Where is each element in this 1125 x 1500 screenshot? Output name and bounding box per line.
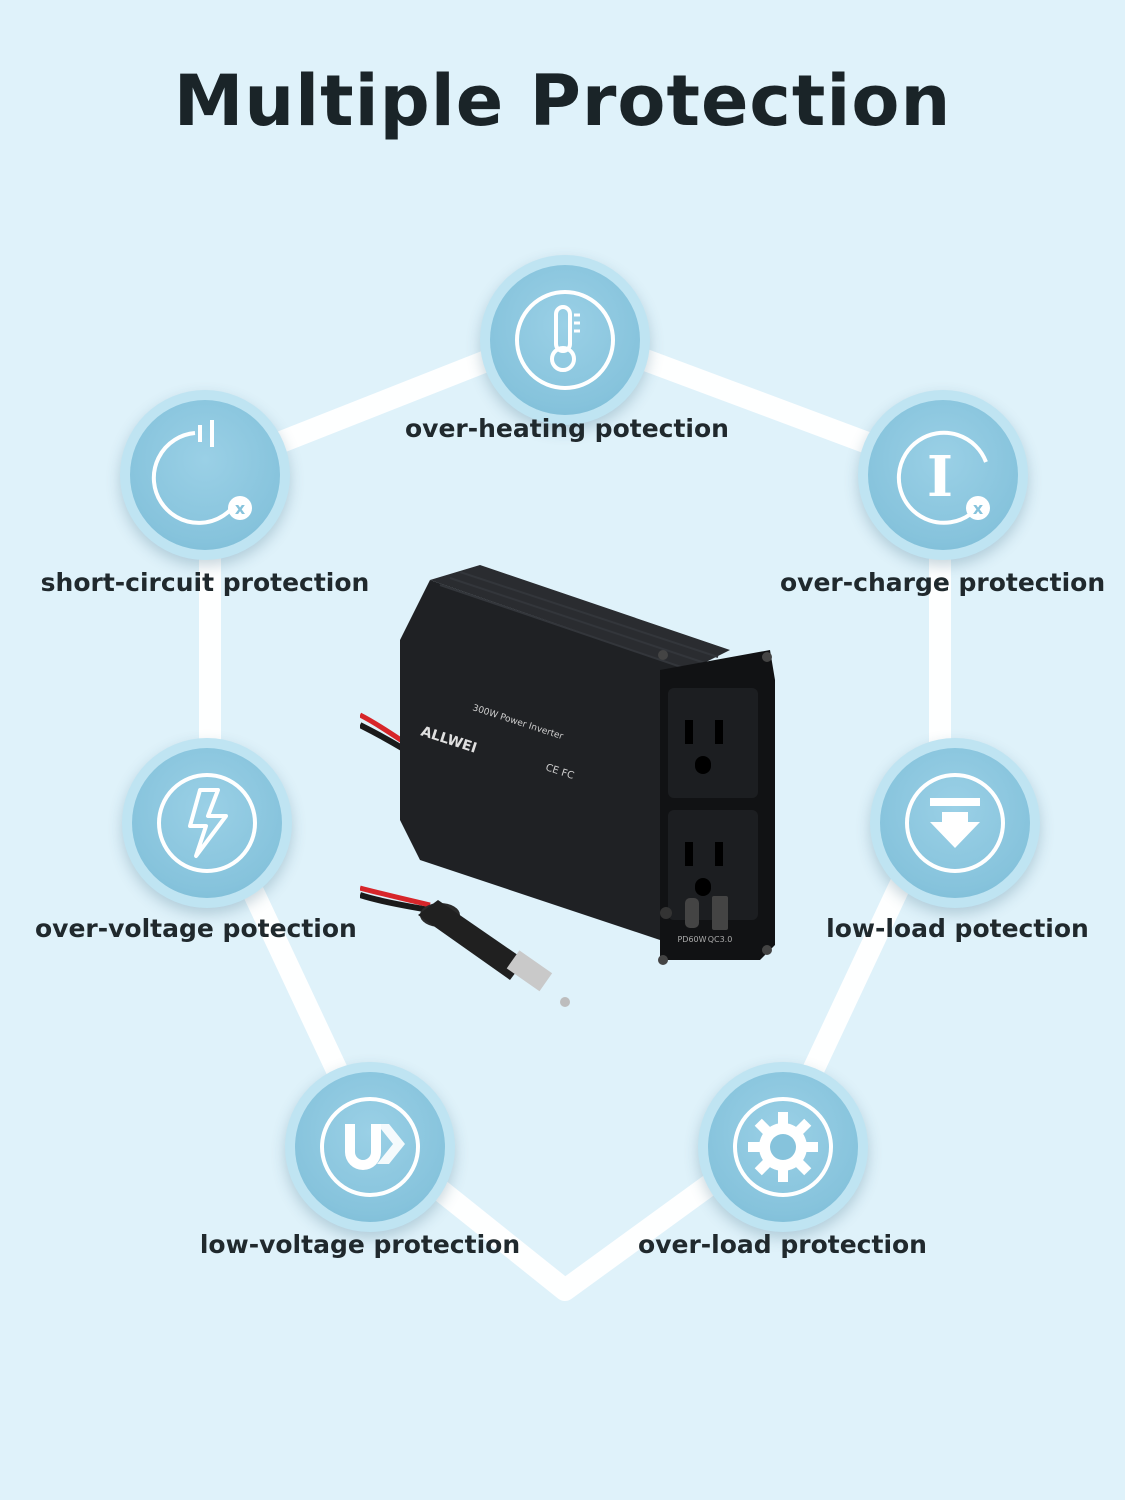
usb-c-port <box>685 898 699 928</box>
usb-a-port <box>712 896 728 930</box>
feature-low-voltage <box>285 1062 455 1232</box>
port-label-pd: PD60W <box>677 935 706 944</box>
car-plug <box>418 900 570 1007</box>
label-over-heating: over-heating potection <box>405 414 729 443</box>
label-short-circuit: short-circuit protection <box>40 568 370 597</box>
label-over-voltage: over-voltage potection <box>35 914 357 943</box>
low-voltage-icon <box>320 1097 420 1197</box>
down-arrow-icon <box>905 773 1005 873</box>
lightning-icon <box>157 773 257 873</box>
label-low-voltage: low-voltage protection <box>199 1230 521 1259</box>
thermometer-icon <box>515 290 615 390</box>
label-over-charge: over-charge protection <box>780 568 1106 597</box>
feature-over-charge: I x <box>858 390 1028 560</box>
ac-outlet-2 <box>668 810 758 920</box>
short-circuit-icon: x <box>151 420 252 525</box>
svg-text:x: x <box>973 499 984 518</box>
port-label-qc: QC3.0 <box>708 935 733 944</box>
power-inverter-image: PD60W QC3.0 ALLWEI 300W Power Inverter C… <box>360 565 775 1007</box>
feature-over-voltage <box>122 738 292 908</box>
feature-short-circuit: x <box>120 390 290 560</box>
label-low-load: low-load potection <box>826 914 1089 943</box>
feature-over-load <box>698 1062 868 1232</box>
current-limit-icon: I x <box>896 430 990 525</box>
svg-text:I: I <box>927 444 953 510</box>
gear-icon <box>733 1097 833 1197</box>
feature-over-heating <box>480 255 650 425</box>
svg-text:x: x <box>235 499 246 518</box>
label-over-load: over-load protection <box>638 1230 927 1259</box>
feature-low-load <box>870 738 1040 908</box>
ac-outlet-1 <box>668 688 758 798</box>
page-title: Multiple Protection <box>173 60 952 142</box>
